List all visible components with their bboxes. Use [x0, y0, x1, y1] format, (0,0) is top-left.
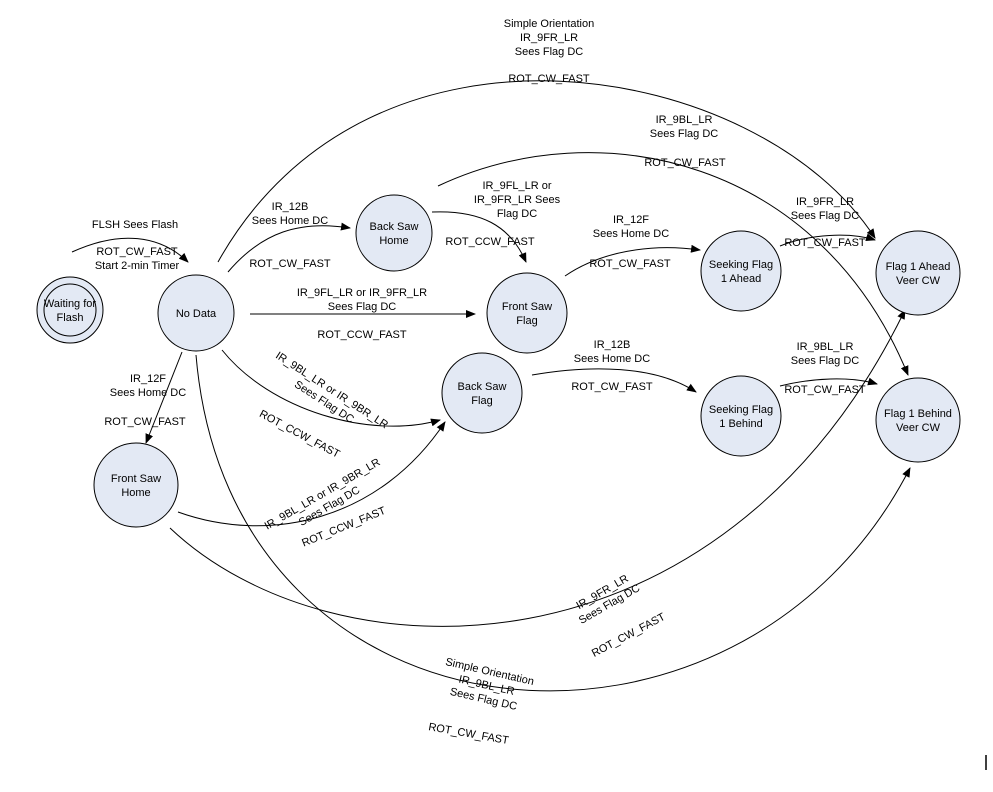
state-label: No Data [176, 308, 217, 320]
state-label: Home [379, 235, 408, 247]
edge-label: Start 2-min Timer [95, 260, 180, 272]
edge-label: ROT_CW_FAST [784, 384, 866, 396]
edge-label: Sees Home DC [252, 215, 328, 227]
edge-label: Simple Orientation [504, 18, 595, 30]
edge-label: Sees Home DC [593, 228, 669, 240]
state-flag-1-ahead-veer-cw: Flag 1 Ahead Veer CW [875, 230, 961, 316]
states: Waiting for Flash No Data Back Saw Home … [36, 194, 961, 528]
edge-nodata-to-backsawflag [221, 349, 441, 427]
edge-label: Sees Flag DC [515, 46, 584, 58]
edge-seeking-behind-to-flag-behind [779, 377, 878, 387]
edge-label: FLSH Sees Flash [92, 219, 178, 231]
edge-nodata-to-flag-behind-bottom [195, 354, 911, 692]
state-label: Back Saw [370, 221, 419, 233]
edge-nodata-to-backsawhome [227, 222, 351, 273]
edge-frontsawhome-to-flag-ahead [169, 309, 906, 627]
edge-label: Sees Home DC [574, 353, 650, 365]
edge-nodata-to-frontsawhome [145, 351, 183, 444]
edge-label: ROT_CW_FAST [249, 258, 331, 270]
state-label: Flash [57, 312, 84, 324]
edge-frontsawhome-to-backsawflag [177, 421, 446, 527]
edge-label: IR_9BL_LR [656, 114, 713, 126]
edge-label: IR_12B [272, 201, 309, 213]
edge-label: IR_12F [613, 214, 649, 226]
edge-label-group: Simple Orientation IR_9BL_LR Sees Flag D… [444, 656, 535, 713]
edge-label-group: ROT_CW_FAST [590, 611, 668, 660]
state-label: Flag [516, 315, 537, 327]
edge-label: ROT_CCW_FAST [445, 236, 535, 248]
edge-label: Sees Flag DC [650, 128, 719, 140]
edge-label: IR_12F [130, 373, 166, 385]
state-back-saw-flag: Back Saw Flag [441, 352, 523, 434]
state-label: Front Saw [502, 301, 552, 313]
edge-label: IR_9FL_LR or [482, 180, 551, 192]
edge-label: ROT_CW_FAST [644, 157, 726, 169]
state-back-saw-home: Back Saw Home [355, 194, 433, 272]
edge-label: IR_9BL_LR [797, 341, 854, 353]
edge-label: Sees Flag DC [791, 355, 860, 367]
state-label: 1 Behind [719, 418, 762, 430]
state-label: Flag 1 Behind [884, 408, 952, 420]
edge-seeking-ahead-to-flag-ahead [779, 233, 876, 247]
edge-label: Sees Home DC [110, 387, 186, 399]
edge-label: IR_9FR_LR [796, 196, 854, 208]
edge-label: ROT_CW_FAST [589, 258, 671, 270]
edge-frontsawflag-to-seeking-ahead [564, 244, 701, 277]
edge-label: ROT_CW_FAST [96, 246, 178, 258]
edge-label: IR_9FR_LR Sees [474, 194, 561, 206]
state-label: Back Saw [458, 381, 507, 393]
state-flag-1-behind-veer-cw: Flag 1 Behind Veer CW [875, 377, 961, 463]
state-label: Flag [471, 395, 492, 407]
edge-label: ROT_CW_FAST [590, 611, 668, 660]
edge-label: Sees Flag DC [328, 301, 397, 313]
edge-label-group: IR_9FR_LR Sees Flag DC [574, 573, 642, 627]
edge-label: IR_9FL_LR or IR_9FR_LR [297, 287, 427, 299]
edge-label: IR_12B [594, 339, 631, 351]
state-label: 1 Ahead [721, 273, 761, 285]
state-label: Waiting for [44, 298, 97, 310]
edge-label-group: ROT_CCW_FAST [257, 408, 342, 461]
state-seeking-flag-1-ahead: Seeking Flag 1 Ahead [700, 230, 782, 312]
state-waiting-for-flash: Waiting for Flash [36, 276, 104, 344]
edge-nodata-to-flag-ahead-top [217, 80, 876, 263]
edge-label: ROT_CW_FAST [784, 237, 866, 249]
edge-label: Sees Flag DC [791, 210, 860, 222]
edge-label: Flag DC [497, 208, 537, 220]
state-seeking-flag-1-behind: Seeking Flag 1 Behind [700, 375, 782, 457]
edge-backsawhome-to-frontsawflag [431, 211, 527, 263]
edge-label: ROT_CW_FAST [508, 73, 590, 85]
edge-label: ROT_CW_FAST [104, 416, 186, 428]
edge-label: ROT_CCW_FAST [257, 408, 342, 461]
edge-label: IR_9BL_LR or IR_9BR_LR [273, 350, 390, 432]
edge-label: ROT_CCW_FAST [317, 329, 407, 341]
state-label: Front Saw [111, 473, 161, 485]
state-label: Veer CW [896, 275, 941, 287]
edge-backsawhome-to-flag-behind [437, 152, 909, 376]
edge-label: IR_9FR_LR [520, 32, 578, 44]
edge-backsawflag-to-seeking-behind [531, 368, 697, 393]
edge-label: ROT_CW_FAST [427, 721, 509, 747]
edge-label-group: ROT_CW_FAST [427, 721, 509, 747]
state-label: Seeking Flag [709, 259, 773, 271]
state-front-saw-home: Front Saw Home [93, 442, 179, 528]
state-label: Veer CW [896, 422, 941, 434]
state-label: Flag 1 Ahead [886, 261, 951, 273]
state-front-saw-flag: Front Saw Flag [486, 272, 568, 354]
state-no-data: No Data [157, 274, 235, 352]
state-label: Home [121, 487, 150, 499]
edge-waiting-to-nodata [71, 237, 189, 263]
state-label: Seeking Flag [709, 404, 773, 416]
edge-label: ROT_CW_FAST [571, 381, 653, 393]
transitions [71, 80, 911, 692]
